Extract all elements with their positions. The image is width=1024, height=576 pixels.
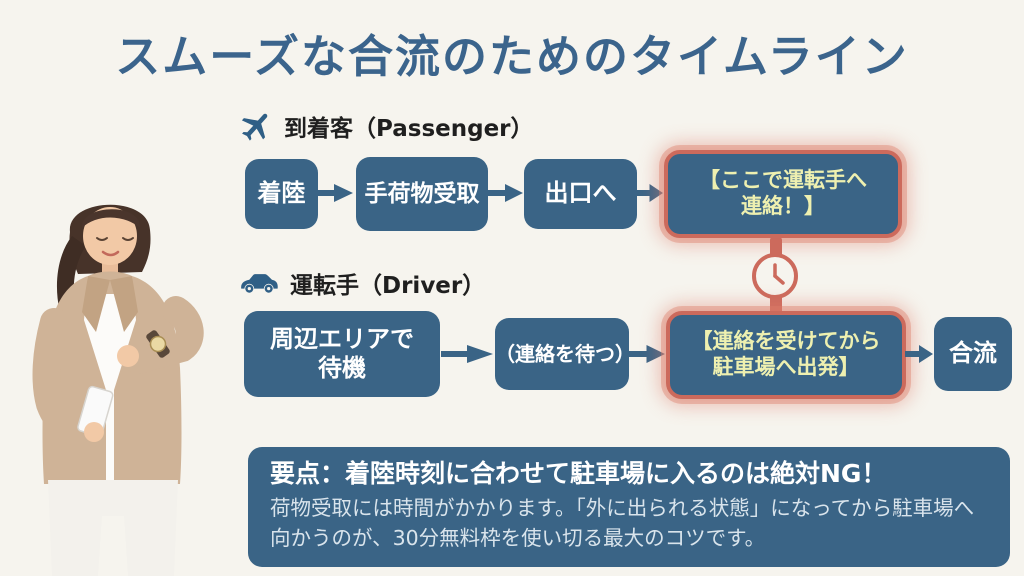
- flow-arrow: [315, 182, 353, 204]
- flow-arrow: [905, 343, 933, 365]
- step-wait-for-contact: （連絡を待つ）: [495, 318, 635, 390]
- driver-lane-title: 運転手（Driver）: [290, 273, 486, 299]
- hand: [84, 422, 104, 442]
- lapel: [82, 276, 110, 332]
- driver-lane-label: 運転手（Driver）: [238, 266, 485, 300]
- smile: [101, 250, 120, 257]
- wristwatch: [146, 330, 170, 358]
- car-icon: [241, 274, 278, 293]
- step-meetup: 合流: [934, 317, 1012, 391]
- keypoint-body: 荷物受取には時間がかかります。「外に出られる状態」になってから駐車場へ向かうのが…: [270, 496, 975, 550]
- passenger-lane-label: 到着客（Passenger）: [238, 108, 534, 144]
- step-contact-driver-highlight: 【ここで運転手へ 連絡！】: [664, 150, 902, 238]
- hair-bangs: [81, 209, 141, 228]
- flow-arrow: [636, 182, 663, 204]
- hand: [117, 345, 139, 367]
- clock-icon: [752, 253, 798, 299]
- airplane-icon: [241, 113, 268, 141]
- keypoint-heading: 要点：着陸時刻に合わせて駐車場に入るのは絶対NG！: [270, 459, 887, 488]
- step-depart-after-contact-highlight: 【連絡を受けてから 駐車場へ出発】: [666, 311, 906, 399]
- keypoint-box: 要点：着陸時刻に合わせて駐車場に入るのは絶対NG！ 荷物受取には時間がかかります…: [248, 447, 1010, 567]
- step-landing: 着陸: [245, 159, 318, 229]
- flow-arrow: [487, 182, 523, 204]
- flow-arrow: [441, 343, 493, 365]
- flow-arrow: [628, 343, 665, 365]
- step-baggage-claim: 手荷物受取: [356, 157, 488, 231]
- arm-holding-phone: [32, 308, 104, 448]
- page-title: スムーズな合流のためのタイムライン: [115, 30, 909, 83]
- face: [83, 207, 137, 265]
- woman-photo: [32, 204, 204, 576]
- pants: [48, 480, 178, 576]
- blazer-right: [114, 276, 182, 484]
- passenger-lane-title: 到着客（Passenger）: [284, 116, 534, 142]
- shirt: [80, 280, 140, 484]
- step-wait-nearby: 周辺エリアで 待機: [244, 311, 440, 397]
- raised-arm: [124, 296, 204, 374]
- lapel: [110, 276, 138, 332]
- step-to-exit: 出口へ: [524, 159, 637, 229]
